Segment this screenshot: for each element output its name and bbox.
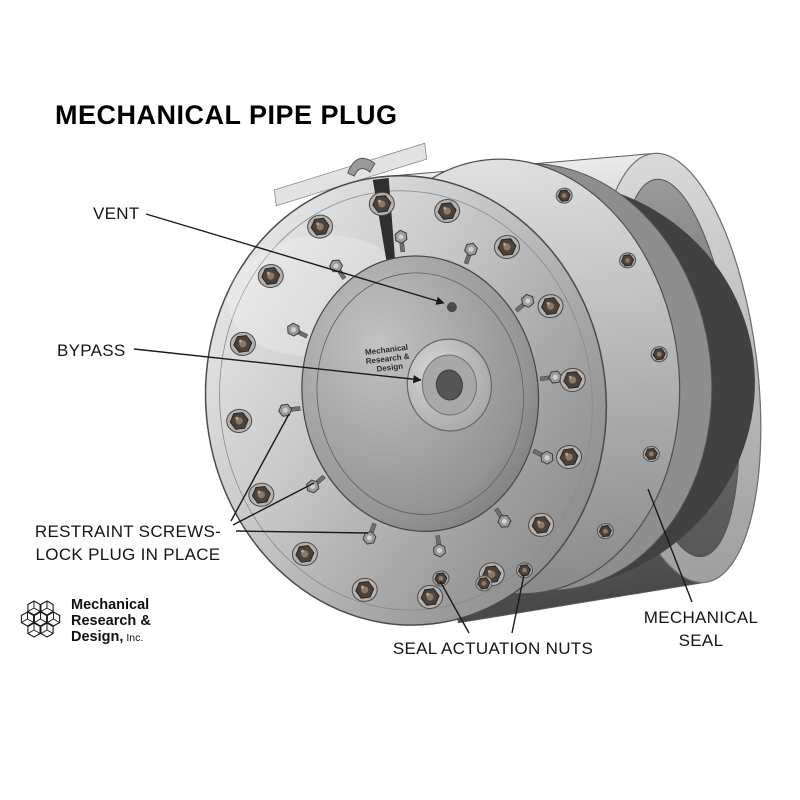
label-bypass: BYPASS [57,341,126,360]
label-mechanical-seal: MECHANICAL SEAL [637,606,765,652]
leader-line-seal-nut-2 [511,574,525,634]
label-seal-actuation-nuts: SEAL ACTUATION NUTS [392,639,594,658]
plug-recess-lip [316,272,524,515]
logo-hex-mark [20,599,61,638]
leader-line-mechanical-seal [647,488,693,603]
logo-line3: Design,Inc. [71,629,144,645]
lifting-clip [347,157,376,177]
leader-line-bypass [133,348,422,384]
bypass-port [435,369,463,401]
vent-hole [446,302,457,313]
engraving-text: Mechanical Research & Design [364,343,413,375]
label-vent: VENT [93,204,140,223]
logo-line1: Mechanical [71,597,150,613]
company-logo: Mechanical Research & Design,Inc. [18,597,151,646]
leader-line-restraint-1 [230,413,290,522]
label-restraint-line2: LOCK PLUG IN PLACE [35,545,221,564]
label-restraint-line1: RESTRAINT SCREWS- [34,522,222,541]
label-mechanical-seal-line2: SEAL [678,631,724,650]
leader-line-vent [145,213,445,305]
logo-inc-suffix: Inc. [126,632,144,644]
logo-text: Mechanical Research & Design,Inc. [71,597,151,646]
leader-line-seal-nut-1 [439,580,470,634]
label-mechanical-seal-line1: MECHANICAL [643,608,759,627]
logo-line2: Research & [71,613,151,629]
page-title: MECHANICAL PIPE PLUG [55,100,398,131]
leader-line-restraint-3 [235,530,369,534]
label-restraint: RESTRAINT SCREWS- LOCK PLUG IN PLACE [22,520,234,566]
leader-line-restraint-2 [232,482,315,526]
